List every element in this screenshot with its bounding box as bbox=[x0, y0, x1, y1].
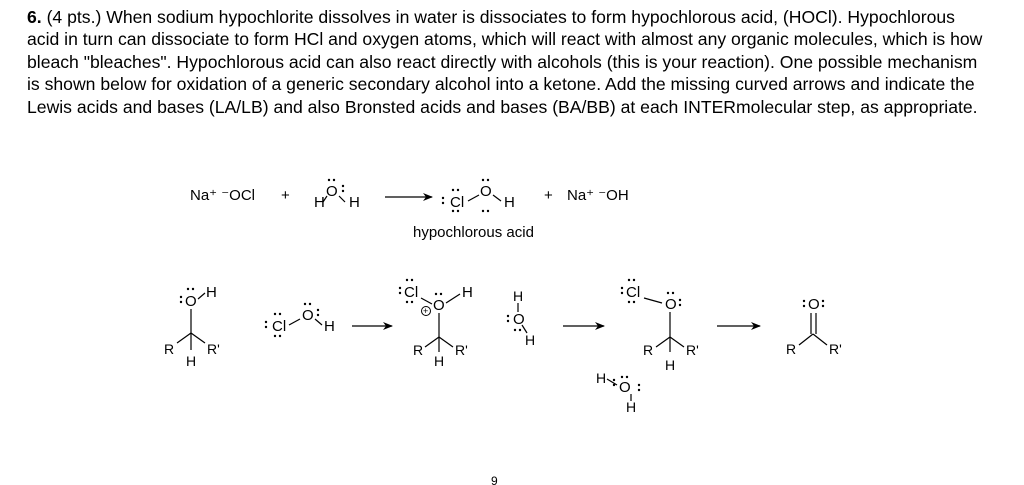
svg-text:O: O bbox=[808, 296, 820, 313]
svg-text:R': R' bbox=[207, 341, 220, 357]
svg-text:H: H bbox=[462, 284, 473, 301]
question-number: 6. bbox=[27, 7, 42, 27]
svg-text:H: H bbox=[504, 194, 515, 211]
svg-text:Cl: Cl bbox=[626, 284, 640, 301]
svg-text:R: R bbox=[786, 341, 796, 357]
svg-text:R': R' bbox=[686, 342, 699, 358]
svg-text:H: H bbox=[626, 399, 636, 415]
water-base-2: H O H bbox=[596, 370, 641, 415]
ketone-product: O R R' bbox=[786, 296, 842, 357]
positive-charge: + bbox=[423, 306, 428, 316]
svg-text:Cl: Cl bbox=[450, 194, 464, 211]
sodium-hydroxide: Na⁺ ⁻OH bbox=[567, 187, 629, 204]
plus-sign: + bbox=[281, 187, 290, 204]
svg-text:H: H bbox=[525, 332, 535, 348]
svg-text:H: H bbox=[324, 318, 335, 335]
alkyl-hypochlorite: Cl O R R' H bbox=[620, 278, 699, 373]
hypochlorous-acid-reagent: Cl O H bbox=[264, 302, 335, 338]
water-base: H O H bbox=[506, 288, 535, 348]
svg-text:O: O bbox=[185, 293, 197, 310]
water-molecule: H O H bbox=[314, 178, 360, 211]
svg-text:Cl: Cl bbox=[404, 284, 418, 301]
svg-text:O: O bbox=[326, 183, 338, 200]
svg-text:Cl: Cl bbox=[272, 318, 286, 335]
oxonium-intermediate: Cl O H + R R' H bbox=[398, 278, 473, 369]
svg-text:R': R' bbox=[455, 342, 468, 358]
svg-text:H: H bbox=[596, 370, 606, 386]
svg-text:O: O bbox=[480, 183, 492, 200]
hypochlorous-acid-label: hypochlorous acid bbox=[413, 224, 534, 241]
plus-sign-2: + bbox=[544, 187, 553, 204]
svg-text:H: H bbox=[513, 288, 523, 304]
svg-text:R: R bbox=[643, 342, 653, 358]
svg-text:H: H bbox=[314, 194, 325, 211]
svg-text:O: O bbox=[619, 379, 631, 396]
sodium-hypochlorite: Na⁺ ⁻OCl bbox=[190, 187, 255, 204]
question-text: 6. (4 pts.) When sodium hypochlorite dis… bbox=[27, 6, 987, 118]
page-mark: 9 bbox=[491, 474, 498, 485]
svg-text:R: R bbox=[413, 342, 423, 358]
svg-text:O: O bbox=[665, 296, 677, 313]
svg-text:H: H bbox=[186, 353, 196, 369]
svg-text:R: R bbox=[164, 341, 174, 357]
svg-text:O: O bbox=[302, 307, 314, 324]
svg-text:O: O bbox=[433, 297, 445, 314]
hypochlorous-acid-molecule: Cl O H bbox=[441, 178, 515, 213]
secondary-alcohol: O H R R' H bbox=[164, 284, 220, 369]
svg-text:H: H bbox=[349, 194, 360, 211]
svg-text:H: H bbox=[206, 284, 217, 301]
question-body: (4 pts.) When sodium hypochlorite dissol… bbox=[27, 7, 983, 117]
svg-text:O: O bbox=[513, 311, 525, 328]
svg-text:H: H bbox=[665, 357, 675, 373]
svg-text:R': R' bbox=[829, 341, 842, 357]
svg-text:H: H bbox=[434, 353, 444, 369]
